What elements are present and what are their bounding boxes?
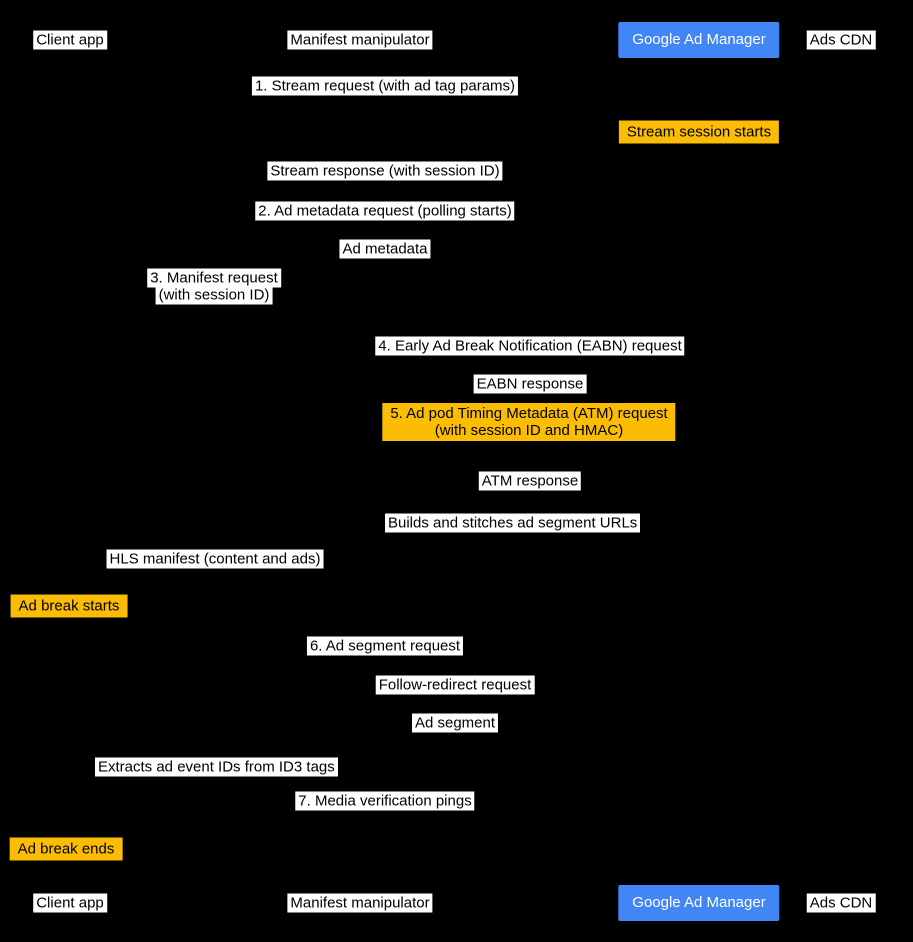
message-eabn-request: 4. Early Ad Break Notification (EABN) re… — [375, 336, 685, 356]
self-message-builds-stitches: Builds and stitches ad segment URLs — [385, 513, 641, 533]
self-message-extracts-id3: Extracts ad event IDs from ID3 tags — [95, 757, 338, 777]
message-ad-metadata: Ad metadata — [339, 239, 431, 259]
message-stream-request: 1. Stream request (with ad tag params) — [251, 76, 519, 96]
note-ad-break-starts: Ad break starts — [10, 594, 128, 618]
note-stream-session-starts: Stream session starts — [618, 120, 780, 144]
participant-google-ad-manager-top: Google Ad Manager — [618, 22, 780, 58]
message-ad-segment-request: 6. Ad segment request — [306, 636, 464, 656]
participant-client-app-top: Client app — [33, 30, 107, 50]
message-follow-redirect-request: Follow-redirect request — [375, 675, 535, 695]
participant-manifest-manipulator-top: Manifest manipulator — [287, 30, 433, 50]
message-atm-request: 5. Ad pod Timing Metadata (ATM) request … — [382, 403, 676, 441]
note-ad-break-ends: Ad break ends — [9, 837, 123, 861]
message-atm-response: ATM response — [478, 471, 582, 491]
message-hls-manifest: HLS manifest (content and ads) — [106, 549, 324, 569]
message-eabn-response: EABN response — [473, 374, 587, 394]
participant-client-app-bottom: Client app — [33, 893, 107, 913]
message-stream-response: Stream response (with session ID) — [267, 161, 503, 181]
participant-ads-cdn-bottom: Ads CDN — [806, 893, 876, 913]
message-ad-segment: Ad segment — [411, 713, 499, 733]
participant-google-ad-manager-bottom: Google Ad Manager — [618, 885, 780, 921]
participant-manifest-manipulator-bottom: Manifest manipulator — [287, 893, 433, 913]
message-manifest-request-line2: (with session ID) — [155, 285, 273, 305]
message-ad-metadata-request: 2. Ad metadata request (polling starts) — [255, 201, 515, 221]
message-manifest-request-line1: 3. Manifest request — [147, 268, 281, 288]
message-media-verification-pings: 7. Media verification pings — [295, 791, 475, 811]
participant-ads-cdn-top: Ads CDN — [806, 30, 876, 50]
